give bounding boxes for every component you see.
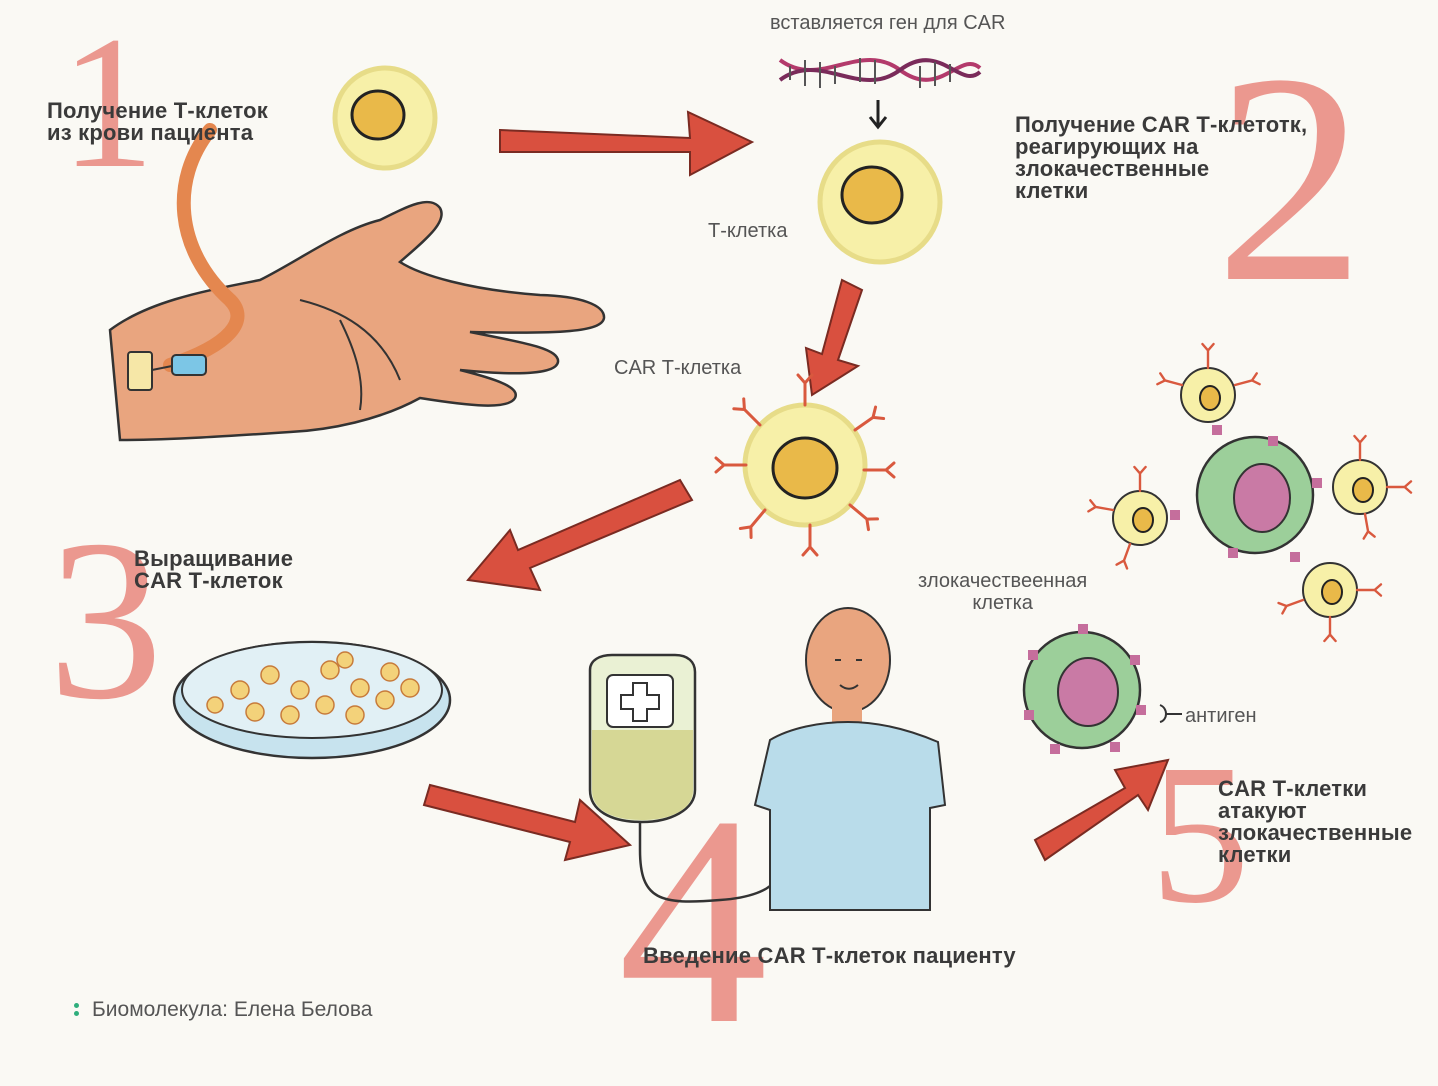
dna-helix-icon xyxy=(780,58,980,127)
gene-insert-label: вставляется ген для CAR xyxy=(770,12,1005,34)
hand-with-catheter xyxy=(110,130,604,440)
patient-figure xyxy=(755,608,945,910)
iv-bag xyxy=(590,655,775,902)
malignant-cell-label: злокачествеенная клетка xyxy=(918,570,1087,614)
car-t-cell-label: CAR Т-клетка xyxy=(614,357,741,379)
step1-label: Получение Т-клеток из крови пациента xyxy=(47,100,268,144)
step2-label: Получение CAR Т-клетотк, реагирующих на … xyxy=(1015,114,1307,202)
arrow-patient-to-attack xyxy=(1035,760,1168,860)
step3-label: Выращивание CAR Т-клеток xyxy=(134,548,293,592)
step5-label: CAR Т-клетки атакуют злокачественные кле… xyxy=(1218,778,1412,866)
t-cell-label: Т-клетка xyxy=(708,220,787,242)
car-t-cell xyxy=(716,375,894,555)
antigen-label: антиген xyxy=(1185,705,1257,727)
arrow-step1-to-step2 xyxy=(500,112,752,175)
attack-cluster xyxy=(1088,344,1411,641)
petri-dish xyxy=(174,642,450,758)
t-cell-step2 xyxy=(820,142,940,262)
arrow-tcell-to-car-tcell xyxy=(806,280,862,395)
credit-text: Биомолекула: Елена Белова xyxy=(92,998,372,1022)
t-cell-step1 xyxy=(335,68,435,168)
arrow-car-tcell-to-growth xyxy=(468,480,692,590)
credit-logo-icon xyxy=(74,1003,80,1019)
malignant-cell xyxy=(1024,624,1182,754)
step4-label: Введение CAR Т-клеток пациенту xyxy=(643,945,1016,967)
